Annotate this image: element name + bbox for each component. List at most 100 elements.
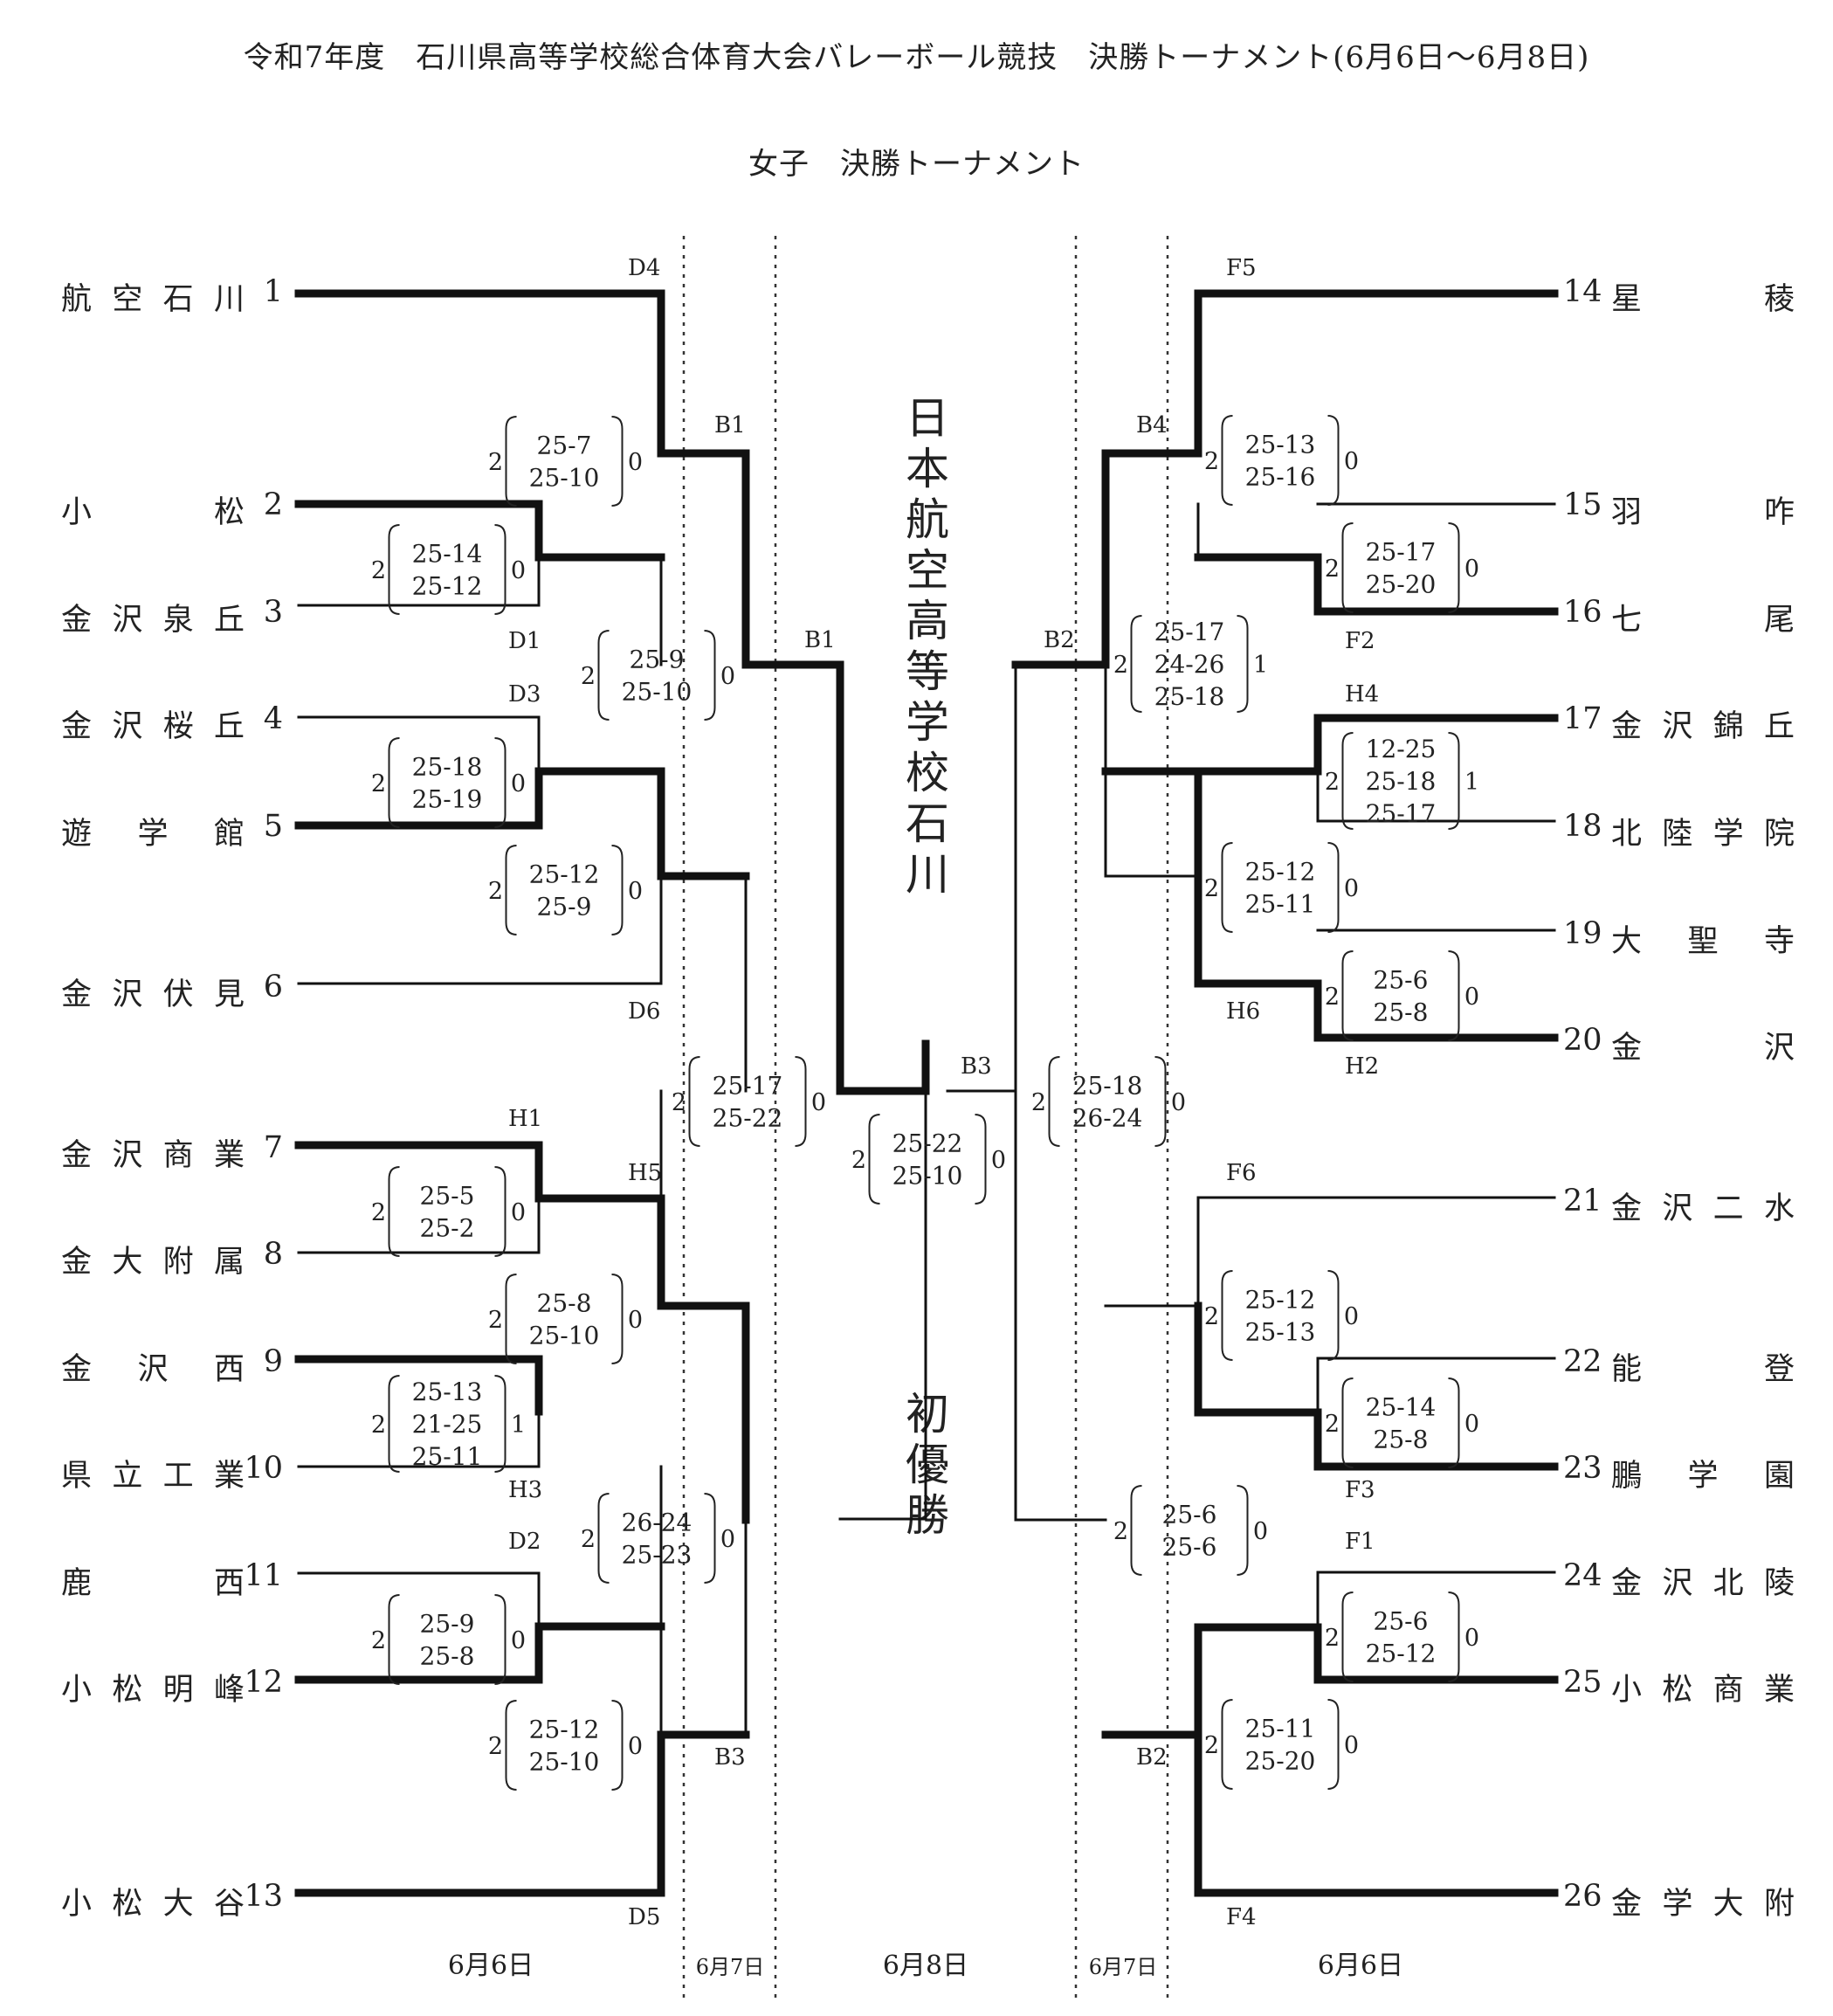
team-name: 金沢	[1611, 1031, 1795, 1066]
sets-won: 2	[1325, 1625, 1340, 1652]
sets-won: 2	[488, 449, 503, 476]
box-bracket-right	[494, 1375, 506, 1473]
box-bracket-left	[505, 1274, 517, 1364]
sets-lost: 0	[991, 1147, 1006, 1174]
sets-lost: 0	[628, 449, 643, 476]
box-bracket-left	[1130, 1485, 1142, 1576]
court-label: D5	[628, 1904, 660, 1930]
team-number: 6	[263, 970, 283, 1005]
set-score: 25-17	[1366, 538, 1437, 567]
box-bracket-left	[1130, 615, 1142, 713]
set-score: 25-18	[1154, 682, 1225, 711]
sets-won: 2	[1204, 448, 1219, 475]
box-bracket-right	[704, 630, 716, 721]
sets-won: 2	[1204, 1303, 1219, 1330]
sets-lost: 0	[1171, 1089, 1186, 1116]
bracket-line	[1014, 1089, 1107, 1522]
winning-path-line	[1011, 289, 1559, 669]
box-bracket-left	[1221, 1270, 1233, 1361]
court-label: H4	[1345, 681, 1379, 708]
box-bracket-right	[1448, 732, 1460, 830]
set-score: 25-12	[412, 572, 483, 601]
set-score: 25-8	[1374, 1426, 1429, 1454]
team-number: 18	[1563, 809, 1602, 844]
team-number: 24	[1563, 1558, 1602, 1593]
sets-lost: 0	[720, 663, 735, 690]
court-label: D4	[628, 255, 660, 281]
sets-lost: 0	[811, 1089, 826, 1116]
box-bracket-right	[494, 1166, 506, 1257]
sets-lost: 1	[511, 1412, 526, 1439]
sets-lost: 0	[511, 1627, 526, 1654]
team-number: 13	[244, 1879, 283, 1914]
sets-won: 2	[371, 1412, 386, 1439]
team-number: 21	[1563, 1184, 1602, 1219]
box-bracket-left	[388, 524, 400, 615]
sets-won: 2	[851, 1147, 866, 1174]
set-score: 25-9	[537, 893, 592, 922]
sets-lost: 1	[1253, 652, 1268, 679]
team-name: 金沢泉丘	[61, 603, 245, 638]
set-score: 25-17	[1366, 799, 1437, 828]
court-label: F5	[1226, 255, 1257, 281]
box-bracket-left	[1048, 1056, 1060, 1147]
set-score: 25-6	[1374, 966, 1429, 995]
court-label: H3	[508, 1477, 542, 1503]
winning-path-line	[294, 1355, 543, 1416]
sets-won: 2	[672, 1089, 686, 1116]
box-bracket-left	[388, 737, 400, 828]
sets-won: 2	[371, 1627, 386, 1654]
sets-lost: 1	[1464, 769, 1479, 796]
sets-won: 2	[488, 1307, 503, 1334]
court-label: H5	[628, 1160, 662, 1186]
bracket-line	[297, 556, 541, 607]
set-score: 25-5	[420, 1182, 475, 1211]
box-bracket-left	[597, 630, 610, 721]
team-number: 14	[1563, 274, 1602, 309]
champion-result: 初 優 勝	[906, 1389, 949, 1541]
sets-lost: 0	[511, 557, 526, 584]
bracket-line	[838, 1089, 927, 1521]
set-score: 25-2	[420, 1214, 475, 1243]
set-score: 25-13	[1245, 431, 1316, 459]
bracket-line	[297, 1571, 541, 1628]
team-number: 22	[1563, 1344, 1602, 1379]
sets-won: 2	[1325, 984, 1340, 1011]
winning-path-line	[294, 1141, 750, 1524]
team-name: 金沢錦丘	[1611, 709, 1795, 744]
page-title: 令和7年度 石川県高等学校総合体育大会バレーボール競技 決勝トーナメント(6月6…	[243, 40, 1590, 75]
set-score: 25-10	[529, 1322, 600, 1350]
box-bracket-right	[494, 737, 506, 828]
sets-lost: 0	[1464, 1411, 1479, 1438]
court-label: D1	[508, 628, 541, 654]
date-label: 6月7日	[1089, 1955, 1158, 1979]
set-score: 25-6	[1162, 1501, 1217, 1529]
winning-path-line	[294, 1622, 665, 1684]
set-score: 25-11	[1245, 1715, 1316, 1743]
team-number: 3	[263, 595, 283, 630]
court-label: B3	[714, 1744, 746, 1771]
set-score: 25-22	[713, 1104, 783, 1133]
sets-won: 2	[1031, 1089, 1046, 1116]
sets-lost: 0	[511, 1199, 526, 1226]
champion-school: 日 本 航 空 高 等 学 校 石 川	[906, 393, 949, 900]
set-score: 26-24	[622, 1509, 693, 1537]
date-label: 6月8日	[883, 1950, 968, 1981]
set-score: 25-10	[529, 464, 600, 493]
set-score: 25-20	[1245, 1747, 1316, 1776]
team-number: 26	[1563, 1879, 1602, 1914]
box-bracket-right	[1448, 1591, 1460, 1682]
